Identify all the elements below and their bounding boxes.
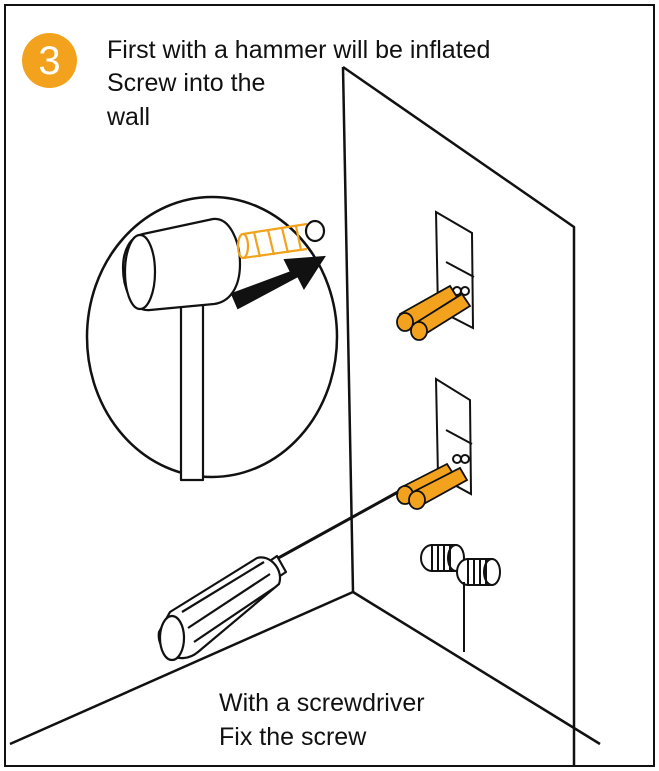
instruction-top-line1: First with a hammer will be inflated [107, 36, 491, 64]
hammer-icon [121, 217, 242, 482]
wall [9, 65, 601, 766]
illustration [9, 65, 601, 766]
screwdriver-icon [157, 490, 399, 662]
wall-anchor-icon [236, 219, 326, 260]
anchor-pair-lower [396, 462, 469, 510]
instruction-bottom-line1: With a screwdriver [219, 689, 425, 717]
instruction-top-line2: Screw into the [107, 69, 266, 97]
step-number: 3 [38, 38, 61, 83]
diagram-frame: 3 First with a hammer will be inflated S… [4, 4, 655, 767]
anchor-pair-upper [396, 284, 472, 341]
step-number-badge: 3 [22, 33, 77, 88]
instruction-top-line3: wall [107, 103, 151, 131]
instruction-bottom-line2: Fix the screw [219, 723, 367, 751]
arrow-icon [230, 255, 326, 310]
screw-icon [420, 544, 501, 652]
